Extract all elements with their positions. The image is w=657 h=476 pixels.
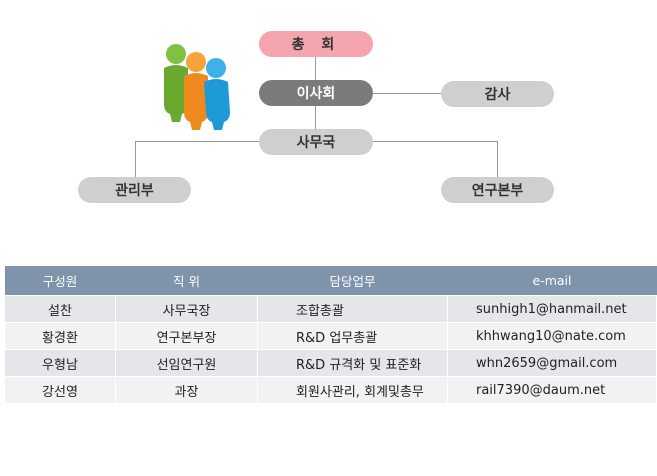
table-row: 황경환 연구본부장 R&D 업무총괄 khhwang10@nate.com: [4, 322, 657, 350]
table-row: 우형남 선임연구원 R&D 규격화 및 표준화 whn2659@gmail.co…: [4, 349, 657, 377]
research-department-node: 연구본부: [441, 177, 554, 203]
header-position: 직 위: [115, 266, 258, 296]
admin-department-node: 관리부: [78, 177, 191, 203]
header-email: e-mail: [447, 266, 657, 296]
cell-name: 우형남: [4, 349, 116, 377]
staff-table: 구성원 직 위 담당업무 e-mail 설찬 사무국장 조합총괄 sunhigh…: [4, 266, 657, 404]
connector-to-admin: [135, 141, 136, 177]
cell-duty: 회원사관리, 회계및총무: [257, 376, 448, 404]
cell-position: 연구본부장: [115, 322, 258, 350]
connector-board-secretariat: [315, 106, 316, 129]
people-group-icon: [164, 44, 230, 130]
header-name: 구성원: [4, 266, 116, 296]
cell-name: 강선영: [4, 376, 116, 404]
person-blue-icon: [204, 58, 230, 130]
general-assembly-node: 총 회: [259, 31, 373, 57]
table-row: 강선영 과장 회원사관리, 회계및총무 rail7390@daum.net: [4, 376, 657, 404]
cell-email[interactable]: sunhigh1@hanmail.net: [447, 295, 657, 323]
audit-node: 감사: [441, 81, 554, 107]
cell-name: 황경환: [4, 322, 116, 350]
cell-position: 선임연구원: [115, 349, 258, 377]
cell-position: 과장: [115, 376, 258, 404]
cell-duty: 조합총괄: [257, 295, 448, 323]
header-duty: 담당업무: [257, 266, 448, 296]
connector-board-audit: [373, 93, 441, 94]
person-green-icon: [164, 44, 188, 122]
cell-duty: R&D 규격화 및 표준화: [257, 349, 448, 377]
cell-email[interactable]: khhwang10@nate.com: [447, 322, 657, 350]
cell-position: 사무국장: [115, 295, 258, 323]
board-node: 이사회: [259, 80, 373, 106]
table-row: 설찬 사무국장 조합총괄 sunhigh1@hanmail.net: [4, 295, 657, 323]
cell-name: 설찬: [4, 295, 116, 323]
connector-to-research: [497, 141, 498, 177]
connector-general-board: [315, 57, 316, 80]
cell-duty: R&D 업무총괄: [257, 322, 448, 350]
person-orange-icon: [184, 52, 208, 130]
table-header-row: 구성원 직 위 담당업무 e-mail: [4, 266, 657, 296]
secretariat-node: 사무국: [259, 129, 373, 155]
cell-email[interactable]: whn2659@gmail.com: [447, 349, 657, 377]
cell-email[interactable]: rail7390@daum.net: [447, 376, 657, 404]
